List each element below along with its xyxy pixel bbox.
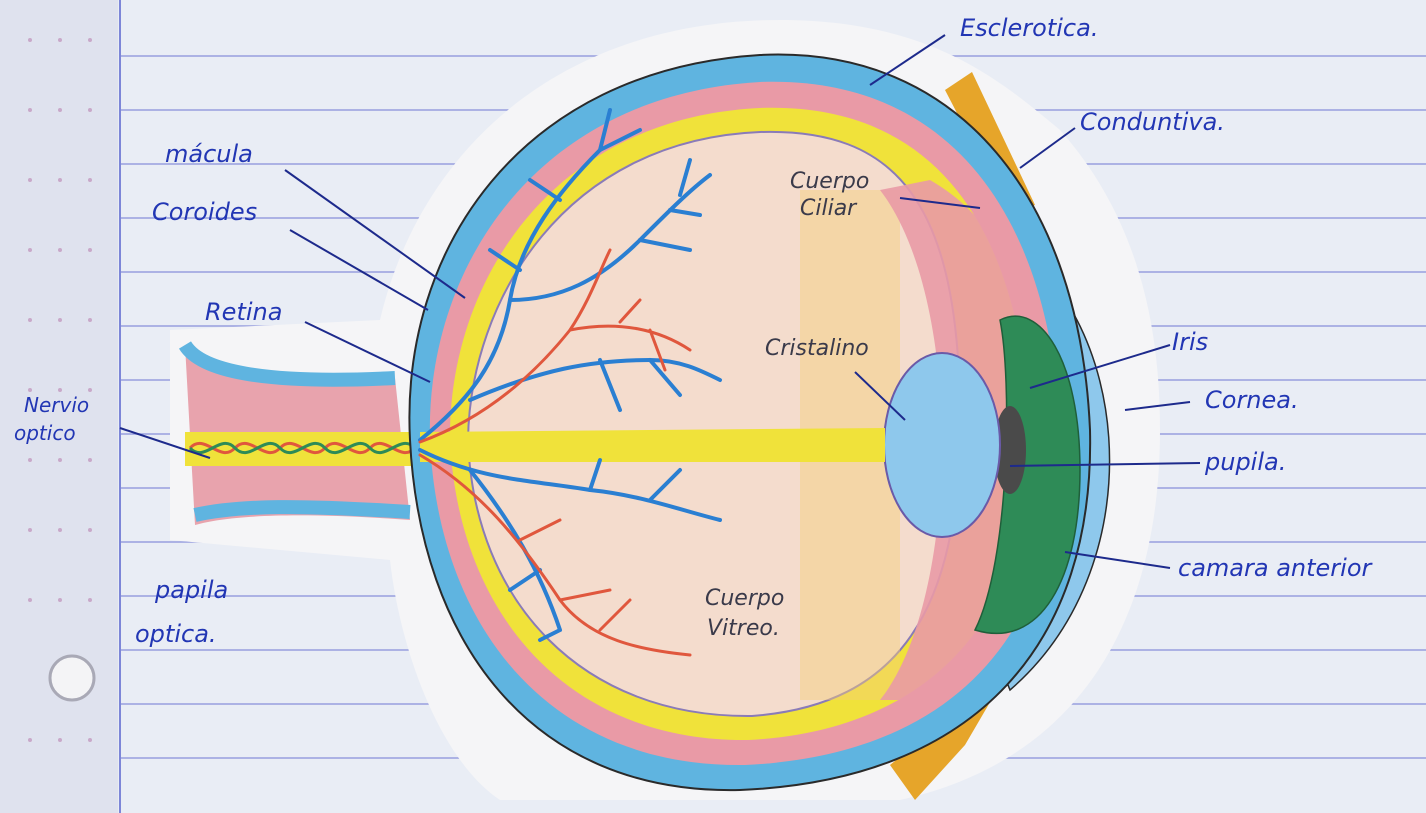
label-macula: mácula xyxy=(165,140,253,168)
label-retina: Retina xyxy=(205,298,282,326)
central-band xyxy=(420,428,885,462)
label-cuerpo-vitreo-2: Vitreo. xyxy=(707,616,780,641)
label-nervio-optico-1: Nervio xyxy=(24,393,89,417)
label-esclerotica: Esclerotica. xyxy=(960,14,1098,42)
label-papila-optica-1: papila xyxy=(154,576,228,604)
label-cristalino: Cristalino xyxy=(765,336,869,361)
label-camara-anterior: camara anterior xyxy=(1178,554,1374,582)
label-conjuntiva: Conduntiva. xyxy=(1080,108,1225,136)
label-nervio-optico-2: optico xyxy=(14,421,76,445)
label-iris: Iris xyxy=(1172,328,1208,356)
label-cuerpo-vitreo-1: Cuerpo xyxy=(705,586,784,611)
label-cornea: Cornea. xyxy=(1205,386,1299,414)
label-cuerpo-ciliar-1: Cuerpo xyxy=(790,169,869,194)
binder-hole xyxy=(50,656,94,700)
label-papila-optica-2: optica. xyxy=(135,620,217,648)
label-pupila: pupila. xyxy=(1204,448,1286,476)
label-coroides: Coroides xyxy=(152,198,257,226)
lens-shape xyxy=(884,353,1000,537)
label-cuerpo-ciliar-2: Ciliar xyxy=(800,196,858,221)
